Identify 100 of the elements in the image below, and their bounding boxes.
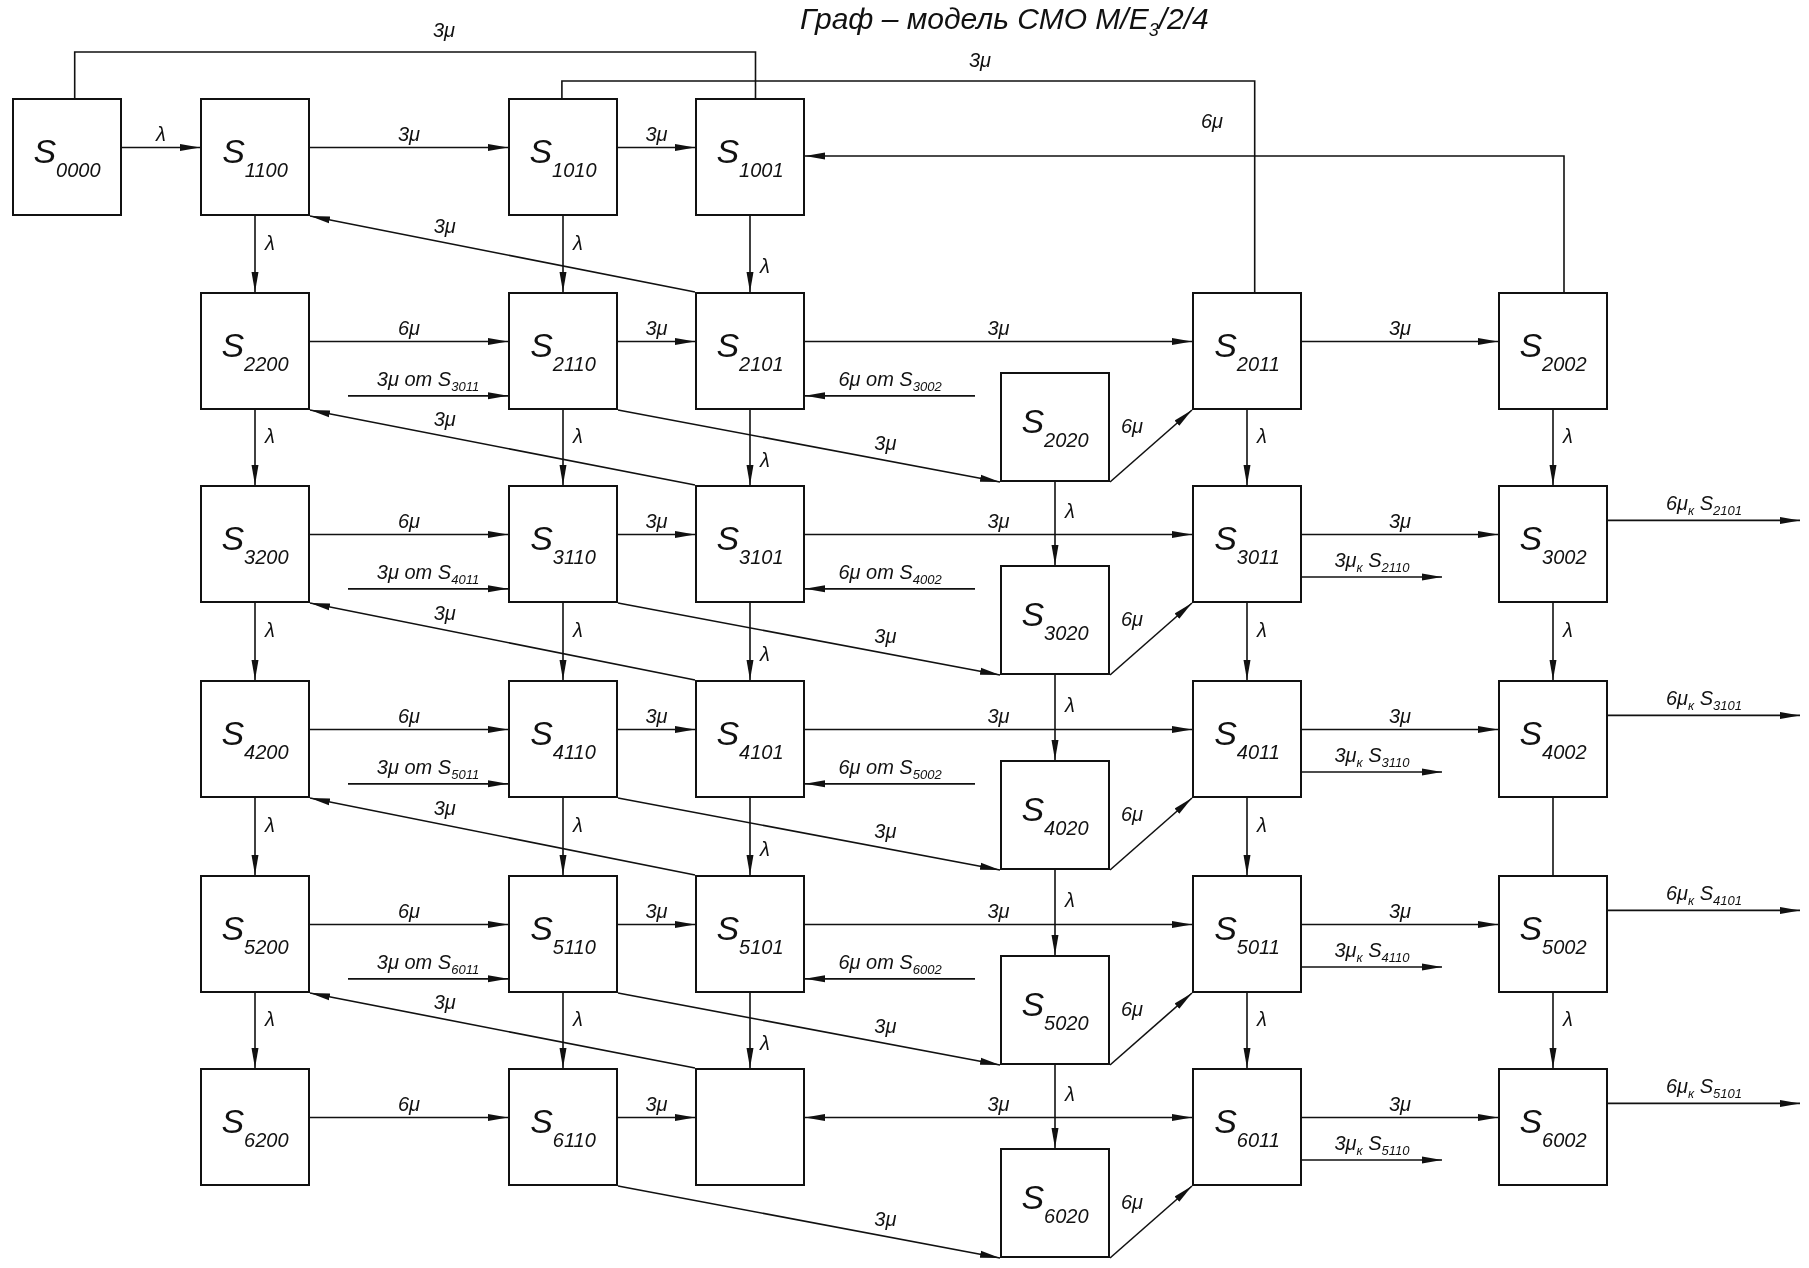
state-box bbox=[1498, 485, 1608, 603]
arrow bbox=[617, 1114, 696, 1122]
state-box bbox=[508, 1068, 618, 1186]
arrow bbox=[746, 215, 754, 293]
arrow bbox=[804, 392, 976, 400]
arrow bbox=[309, 921, 509, 929]
arrow bbox=[1301, 573, 1443, 581]
state-box bbox=[200, 292, 310, 410]
arrow bbox=[804, 726, 1193, 734]
state-label: S$_{2110}$ bbox=[530, 328, 596, 374]
arrow bbox=[1243, 992, 1251, 1069]
arrow bbox=[746, 797, 754, 876]
state-label: S$_{2101}$ bbox=[716, 328, 784, 374]
diagram-title: Граф – модель СМО M/E$_{3}$/2/4 bbox=[800, 2, 1209, 41]
arrow bbox=[347, 392, 509, 400]
arrow bbox=[309, 144, 509, 152]
arrow bbox=[617, 409, 1001, 483]
arrow bbox=[309, 338, 509, 346]
arrow bbox=[309, 215, 696, 293]
arrow bbox=[1051, 869, 1059, 956]
state-box bbox=[12, 98, 122, 216]
state-label: S$_{6011}$ bbox=[1214, 1104, 1280, 1150]
state-label: S$_{3020}$ bbox=[1021, 597, 1089, 643]
state-box bbox=[1192, 1068, 1302, 1186]
arrow bbox=[347, 780, 509, 788]
arrow bbox=[559, 602, 567, 681]
arrow bbox=[1243, 409, 1251, 486]
state-label: S$_{6110}$ bbox=[530, 1104, 596, 1150]
state-label: S$_{0000}$ bbox=[33, 134, 101, 180]
state-box bbox=[200, 680, 310, 798]
state-label: S$_{3011}$ bbox=[1214, 521, 1280, 567]
state-label: S$_{4101}$ bbox=[716, 716, 784, 762]
state-label: S$_{2011}$ bbox=[1214, 328, 1280, 374]
arrow bbox=[617, 726, 696, 734]
state-box bbox=[200, 875, 310, 993]
arrow bbox=[1109, 992, 1193, 1066]
arrow bbox=[1549, 992, 1557, 1069]
arrow bbox=[309, 992, 696, 1069]
arrow bbox=[559, 797, 567, 876]
state-label: S$_{2020}$ bbox=[1021, 404, 1089, 450]
arrow bbox=[804, 921, 1193, 929]
arrow bbox=[309, 531, 509, 539]
arrow bbox=[309, 1114, 509, 1122]
state-label: S$_{5020}$ bbox=[1021, 987, 1089, 1033]
arrow bbox=[251, 602, 259, 681]
state-label: S$_{3002}$ bbox=[1519, 521, 1587, 567]
state-box bbox=[1498, 1068, 1608, 1186]
state-label: S$_{6020}$ bbox=[1021, 1180, 1089, 1226]
arrow bbox=[804, 1114, 1193, 1122]
arrow bbox=[309, 726, 509, 734]
arrow bbox=[251, 215, 259, 293]
arrow bbox=[1301, 726, 1499, 734]
state-label: S$_{3101}$ bbox=[716, 521, 784, 567]
arrow bbox=[309, 797, 696, 876]
connector-line bbox=[73, 51, 757, 99]
state-label: S$_{2002}$ bbox=[1519, 328, 1587, 374]
arrow bbox=[251, 992, 259, 1069]
state-box bbox=[695, 680, 805, 798]
arrow bbox=[617, 531, 696, 539]
state-label: S$_{6002}$ bbox=[1519, 1104, 1587, 1150]
arrow bbox=[804, 531, 1193, 539]
arrow bbox=[1301, 1114, 1499, 1122]
arrow bbox=[804, 338, 1193, 346]
arrow bbox=[1301, 921, 1499, 929]
state-box bbox=[695, 875, 805, 993]
state-box bbox=[1000, 1148, 1110, 1258]
connector-line bbox=[561, 80, 1256, 293]
arrow bbox=[617, 144, 696, 152]
connector-line bbox=[1552, 797, 1554, 876]
state-label: S$_{4020}$ bbox=[1021, 792, 1089, 838]
state-box bbox=[508, 485, 618, 603]
state-box bbox=[695, 98, 805, 216]
arrow bbox=[1243, 602, 1251, 681]
state-label: S$_{4002}$ bbox=[1519, 716, 1587, 762]
arrow bbox=[1051, 674, 1059, 761]
arrow bbox=[746, 602, 754, 681]
arrow bbox=[309, 602, 696, 681]
state-box bbox=[200, 485, 310, 603]
state-label: S$_{5200}$ bbox=[221, 911, 289, 957]
arrow bbox=[1109, 409, 1193, 483]
arrow bbox=[1301, 768, 1443, 776]
arrow bbox=[559, 409, 567, 486]
arrow bbox=[251, 797, 259, 876]
state-box bbox=[1000, 372, 1110, 482]
state-label: S$_{6200}$ bbox=[221, 1104, 289, 1150]
arrow bbox=[1607, 711, 1801, 719]
state-box bbox=[1192, 680, 1302, 798]
state-box bbox=[695, 1068, 805, 1186]
state-label: S$_{5101}$ bbox=[716, 911, 784, 957]
state-box bbox=[1000, 565, 1110, 675]
state-box bbox=[200, 98, 310, 216]
state-label: S$_{1010}$ bbox=[529, 134, 597, 180]
state-box bbox=[695, 292, 805, 410]
state-box bbox=[1192, 875, 1302, 993]
arrow bbox=[1109, 602, 1193, 676]
arrow bbox=[804, 585, 976, 593]
state-box bbox=[695, 485, 805, 603]
arrow bbox=[1301, 338, 1499, 346]
state-box bbox=[1192, 292, 1302, 410]
state-box bbox=[508, 98, 618, 216]
